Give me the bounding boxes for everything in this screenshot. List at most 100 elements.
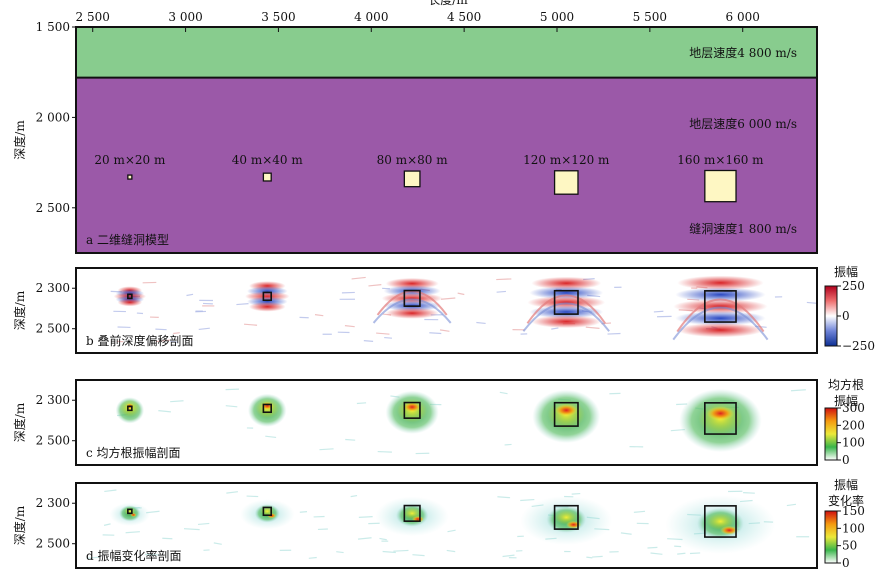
noise-stroke xyxy=(393,549,409,552)
colorbar xyxy=(824,407,838,461)
noise-stroke xyxy=(336,551,344,554)
cave-2 xyxy=(262,172,272,182)
migration-event xyxy=(531,276,602,290)
noise-stroke xyxy=(170,340,178,343)
x-tick-label: 3 500 xyxy=(261,10,295,24)
panel-frame xyxy=(75,379,818,466)
migration-event xyxy=(675,287,766,302)
noise-stroke xyxy=(650,552,663,555)
cave-outline-5 xyxy=(704,402,737,435)
colorbar xyxy=(824,285,838,347)
rms-peak xyxy=(403,402,422,413)
cave-outline-3 xyxy=(403,504,421,522)
diffraction-arc xyxy=(522,302,610,332)
cave-outline-4 xyxy=(553,401,579,427)
cave-4 xyxy=(553,170,579,195)
noise-stroke xyxy=(86,556,101,560)
cave-outline-1 xyxy=(127,508,133,515)
noise-stroke xyxy=(299,511,308,513)
cave-outline-3 xyxy=(403,401,421,419)
noise-stroke xyxy=(446,549,456,553)
diffraction-arc xyxy=(676,298,765,333)
noise-stroke xyxy=(225,388,240,391)
y-tick-label: 2 500 xyxy=(36,201,70,215)
noise-stroke xyxy=(345,438,356,441)
cave-size-label: 40 m×40 m xyxy=(232,153,304,167)
noise-stroke xyxy=(674,545,682,548)
colorbar-title: 变化率 xyxy=(828,493,864,508)
noise-stroke xyxy=(344,325,355,328)
cave-size-label: 160 m×160 m xyxy=(677,153,764,167)
noise-stroke xyxy=(743,492,755,494)
noise-stroke xyxy=(499,391,508,395)
noise-stroke xyxy=(226,491,238,494)
noise-stroke xyxy=(356,402,367,405)
noise-stroke xyxy=(592,555,603,558)
migration-event xyxy=(531,315,602,329)
noise-stroke xyxy=(246,495,259,498)
colorbar-tick-label: 300 xyxy=(842,401,865,415)
noise-stroke xyxy=(125,531,140,534)
variation-peak xyxy=(720,525,739,535)
cave-outline-3 xyxy=(403,289,421,307)
noise-stroke xyxy=(441,297,456,300)
noise-stroke xyxy=(225,405,238,408)
noise-stroke xyxy=(104,489,117,493)
noise-stroke xyxy=(607,332,621,335)
x-tick-label: 2 500 xyxy=(76,10,110,24)
noise-stroke xyxy=(213,542,222,545)
y-tick-label: 2 300 xyxy=(36,496,70,510)
y-tick-label: 2 500 xyxy=(36,537,70,551)
y-tick-label: 2 300 xyxy=(36,393,70,407)
cave-outline-5 xyxy=(704,505,737,538)
noise-stroke xyxy=(158,410,171,413)
noise-stroke xyxy=(585,326,600,329)
noise-stroke xyxy=(496,290,506,293)
noise-stroke xyxy=(358,516,373,518)
colorbar-tick-label: 0 xyxy=(842,556,850,570)
cave-5 xyxy=(704,169,737,203)
noise-stroke xyxy=(520,498,535,502)
x-tick-label: 3 000 xyxy=(168,10,202,24)
colorbar-tick-label: 100 xyxy=(842,436,865,450)
x-tick-label: 4 000 xyxy=(354,10,388,24)
noise-stroke xyxy=(633,510,646,513)
layer-velocity-label: 地层速度4 800 m/s xyxy=(689,45,797,60)
noise-stroke xyxy=(806,301,818,305)
panel-frame xyxy=(75,267,818,354)
noise-stroke xyxy=(476,321,486,325)
noise-stroke xyxy=(183,528,200,531)
layer-velocity-label: 地层速度6 000 m/s xyxy=(689,116,797,131)
noise-stroke xyxy=(155,328,167,331)
noise-stroke xyxy=(103,523,111,526)
cave-outline-2 xyxy=(262,403,272,414)
noise-stroke xyxy=(314,314,324,317)
noise-stroke xyxy=(379,537,387,541)
noise-stroke xyxy=(429,332,442,335)
noise-stroke xyxy=(170,400,184,403)
noise-stroke xyxy=(502,554,515,558)
x-tick-label: 4 500 xyxy=(447,10,481,24)
noise-stroke xyxy=(236,303,249,306)
noise-stroke xyxy=(350,494,358,498)
colorbar-tick-label: −250 xyxy=(842,339,875,353)
noise-stroke xyxy=(457,292,465,296)
noise-stroke xyxy=(689,552,701,555)
y-axis-title: 深度/m xyxy=(12,505,27,545)
y-tick-label: 2 300 xyxy=(36,281,70,295)
x-tick-label: 5 500 xyxy=(633,10,667,24)
panel-label: b 叠前深度偏移剖面 xyxy=(86,333,194,348)
rms-peak xyxy=(706,406,735,421)
panel-label: c 均方根振幅剖面 xyxy=(86,445,181,460)
diffraction-arc xyxy=(672,306,769,341)
migration-event xyxy=(248,301,286,312)
y-axis-title: 深度/m xyxy=(12,120,27,160)
noise-stroke xyxy=(197,522,210,526)
noise-stroke xyxy=(786,503,797,507)
migration-event xyxy=(385,307,439,319)
cave-size-label: 20 m×20 m xyxy=(94,153,166,167)
noise-stroke xyxy=(186,293,194,297)
